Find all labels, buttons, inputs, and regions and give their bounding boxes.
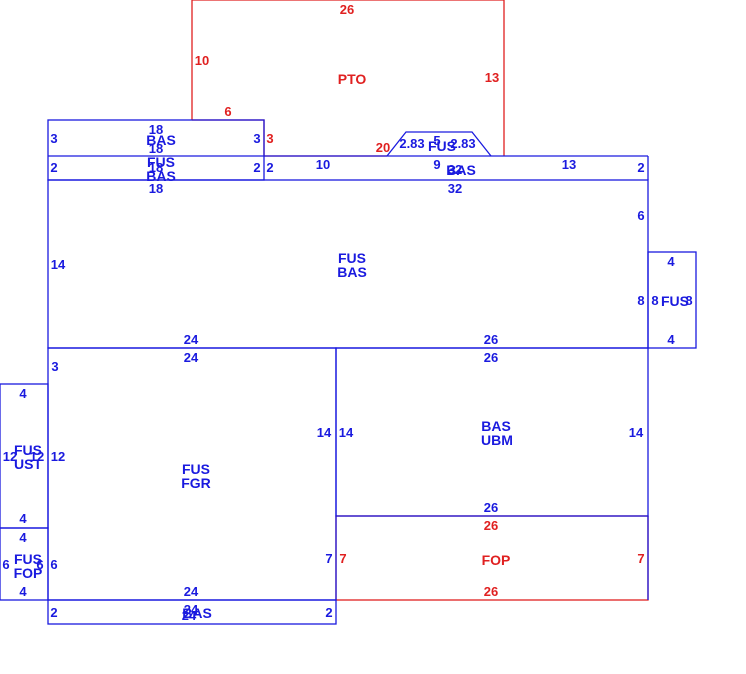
dim-box-8-right: 8 xyxy=(685,293,692,308)
dim-top-3-right: 3 xyxy=(253,131,260,146)
dim-top-2-right: 2 xyxy=(253,160,260,175)
dim-fgr-24: 24 xyxy=(184,350,199,365)
dim-main-26-top: 26 xyxy=(484,332,498,347)
lfop-fus-label: FUS xyxy=(14,551,42,567)
dim-fgr-24-bottom: 24 xyxy=(184,584,199,599)
dim-lfop-4-top: 4 xyxy=(19,530,27,545)
bottom-strip-outline xyxy=(47,599,337,625)
dim-ust-4-bottom: 4 xyxy=(19,511,27,526)
dim-fop-right: 7 xyxy=(637,551,644,566)
dim-strip-10: 10 xyxy=(316,157,330,172)
dim-top-3-left: 3 xyxy=(50,131,57,146)
dim-box-8-left: 8 xyxy=(637,293,644,308)
ust-ust-label: UST xyxy=(14,456,42,472)
ubm-bas-label: BAS xyxy=(481,418,511,434)
dim-lfop-4-bottom: 4 xyxy=(19,584,27,599)
dim-notch-5: 5 xyxy=(433,133,440,148)
dim-notch-9: 9 xyxy=(433,157,440,172)
ubm-ubm-label: UBM xyxy=(481,432,513,448)
dim-notch-32: 32 xyxy=(448,162,462,177)
fop-label: FOP xyxy=(482,552,511,568)
ubm-outline xyxy=(335,347,649,517)
dim-ust-12-left: 12 xyxy=(3,449,17,464)
dim-top-18-d: 18 xyxy=(149,181,163,196)
dim-bot-2-left: 2 xyxy=(50,605,57,620)
notch-bas-label: BAS xyxy=(446,162,476,178)
right-box-fus-label: FUS xyxy=(661,293,689,309)
dim-ust-12-inner: 12 xyxy=(30,449,44,464)
dim-fop-bottom: 26 xyxy=(484,584,498,599)
dim-strip-2-left: 2 xyxy=(266,160,273,175)
dim-main-32: 32 xyxy=(448,181,462,196)
top-strip-bas-label-2: BAS xyxy=(146,168,176,184)
dim-fgr-14-right: 14 xyxy=(317,425,332,440)
fgr-fus-label: FUS xyxy=(182,461,210,477)
dim-notch-283-right: 2.83 xyxy=(450,136,475,151)
dim-bot-24-b: 24 xyxy=(182,608,197,623)
dim-pto-bottom-run: 20 xyxy=(376,140,390,155)
blue-labels: 18 BAS 18 FUS 18 BAS 18 3 3 2 2 2 10 2.8… xyxy=(2,122,692,623)
dim-pto-bottom-left: 3 xyxy=(266,131,273,146)
dim-fgr-3: 3 xyxy=(51,359,58,374)
fgr-fgr-label: FGR xyxy=(181,475,211,491)
dim-ubm-14-right: 14 xyxy=(629,425,644,440)
dim-pto-top: 26 xyxy=(340,2,354,17)
top-strip-bas-label: BAS xyxy=(146,132,176,148)
dim-lfop-6-right: 6 xyxy=(50,557,57,572)
dim-pto-step: 6 xyxy=(224,104,231,119)
dim-box-4-bottom: 4 xyxy=(667,332,675,347)
dim-fgr-12: 12 xyxy=(51,449,65,464)
top-strip-fus-label: FUS xyxy=(147,154,175,170)
pto-label: PTO xyxy=(338,71,367,87)
red-labels: PTO 26 10 13 6 3 20 FOP 26 7 7 26 xyxy=(195,2,645,599)
dim-bot-2-right: 2 xyxy=(325,605,332,620)
dim-main-24-top: 24 xyxy=(184,332,199,347)
dim-top-18-c: 18 xyxy=(149,160,163,175)
lfop-fop-label: FOP xyxy=(14,565,43,581)
dim-bot-24-a: 24 xyxy=(184,602,199,617)
ust-fus-label: FUS xyxy=(14,442,42,458)
right-box-outline xyxy=(647,251,697,349)
left-fop-outline xyxy=(0,527,49,601)
dim-lfop-6-left: 6 xyxy=(2,557,9,572)
dim-notch-2-right: 2 xyxy=(637,160,644,175)
bottom-strip-bas-label: BAS xyxy=(182,605,212,621)
dim-ubm-26-bottom: 26 xyxy=(484,500,498,515)
dim-ust-4-top: 4 xyxy=(19,386,27,401)
notch-outline xyxy=(386,131,492,157)
dim-lfop-6-inner: 6 xyxy=(36,557,43,572)
dim-top-18-b: 18 xyxy=(149,141,163,156)
dim-top-18-a: 18 xyxy=(149,122,163,137)
dim-notch-283-left: 2.83 xyxy=(399,136,424,151)
main-bas-label: BAS xyxy=(337,264,367,280)
dim-fop-top: 26 xyxy=(484,518,498,533)
main-fus-label: FUS xyxy=(338,250,366,266)
dim-notch-13: 13 xyxy=(562,157,576,172)
dim-main-6: 6 xyxy=(637,208,644,223)
dim-pto-left: 10 xyxy=(195,53,209,68)
dim-pto-right: 13 xyxy=(485,70,499,85)
dim-ubm-14-left: 14 xyxy=(339,425,354,440)
dim-box-4-top: 4 xyxy=(667,254,675,269)
dim-ubm-26-top: 26 xyxy=(484,350,498,365)
dim-top-2-left: 2 xyxy=(50,160,57,175)
notch-fus-label: FUS xyxy=(428,138,456,154)
dim-fop-left: 7 xyxy=(339,551,346,566)
dim-fgr-7: 7 xyxy=(325,551,332,566)
dim-box-8-inner: 8 xyxy=(651,293,658,308)
dim-main-14: 14 xyxy=(51,257,66,272)
